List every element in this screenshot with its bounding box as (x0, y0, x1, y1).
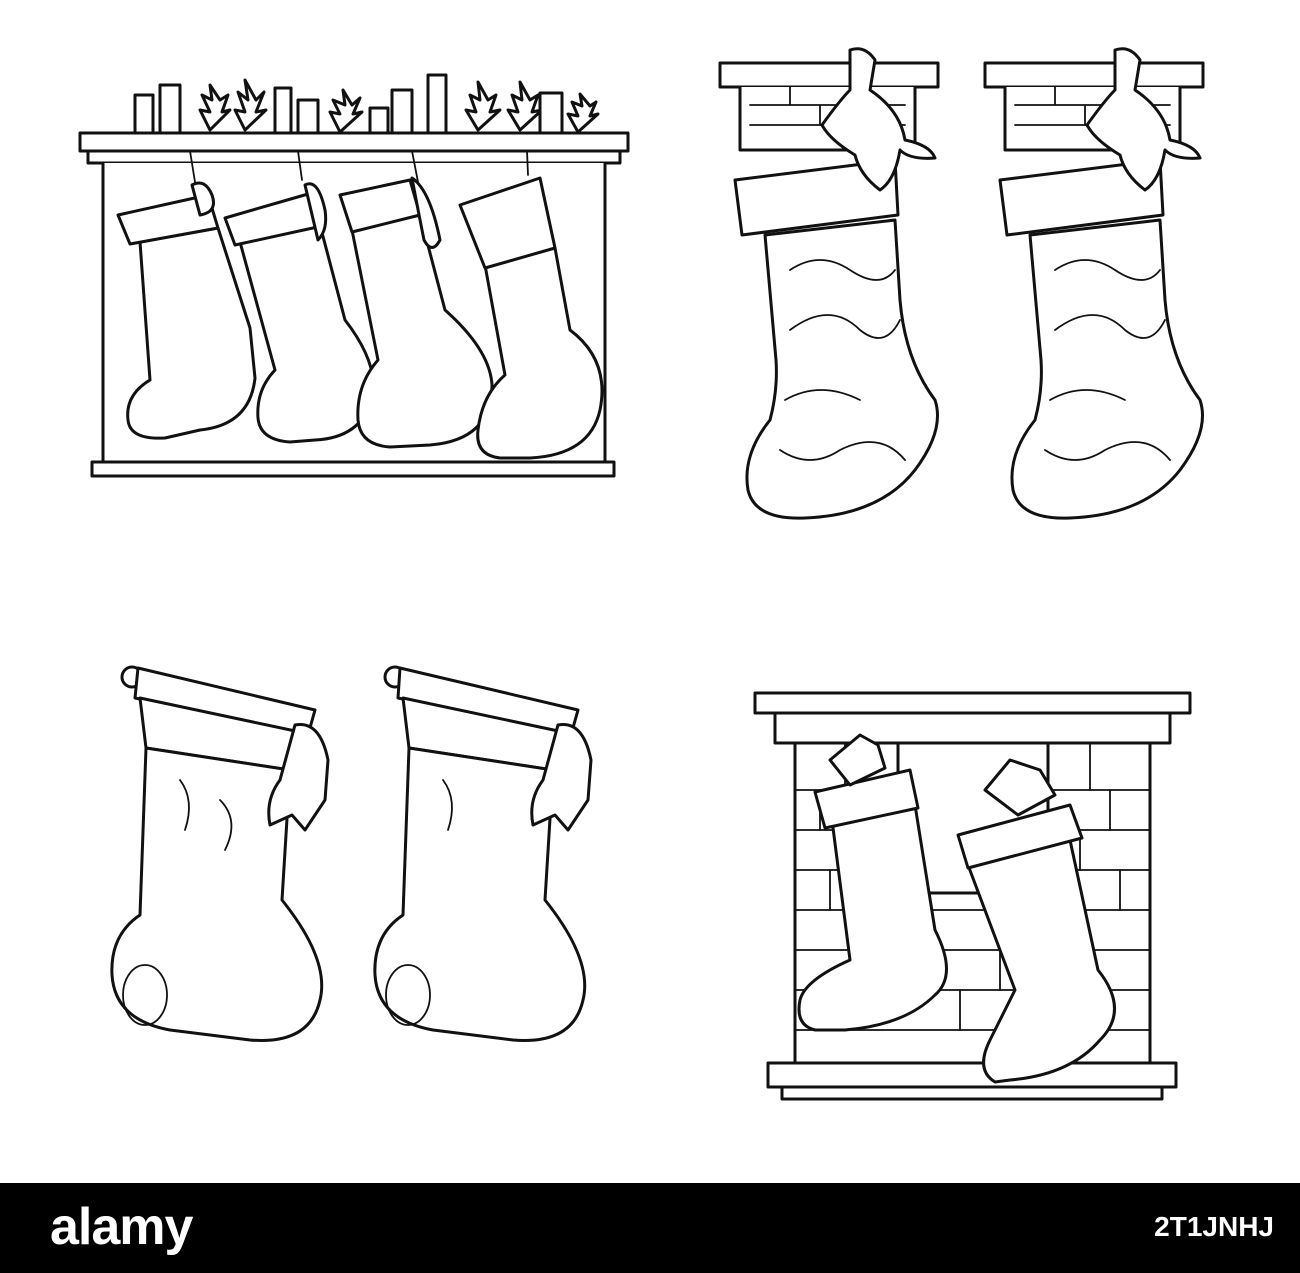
brick-fireplace-with-two-stockings (753, 691, 1192, 1101)
two-stockings-with-bows (110, 665, 593, 1042)
mantel-with-four-stockings (78, 73, 630, 478)
stocking-1 (116, 181, 257, 440)
brand-logo: alamy (50, 1198, 193, 1256)
illustration-sheet (78, 47, 1205, 1101)
mantel-decor (133, 73, 600, 135)
image-id: 2T1JNHJ (1154, 1211, 1274, 1242)
stocking-3 (338, 176, 494, 449)
two-stockings-on-mantel (718, 47, 1205, 520)
footer-bar: alamy 2T1JNHJ (0, 1183, 1300, 1273)
stocking-2 (223, 182, 375, 444)
logo-mark-icon (152, 1195, 176, 1219)
stocking-4 (458, 176, 604, 460)
